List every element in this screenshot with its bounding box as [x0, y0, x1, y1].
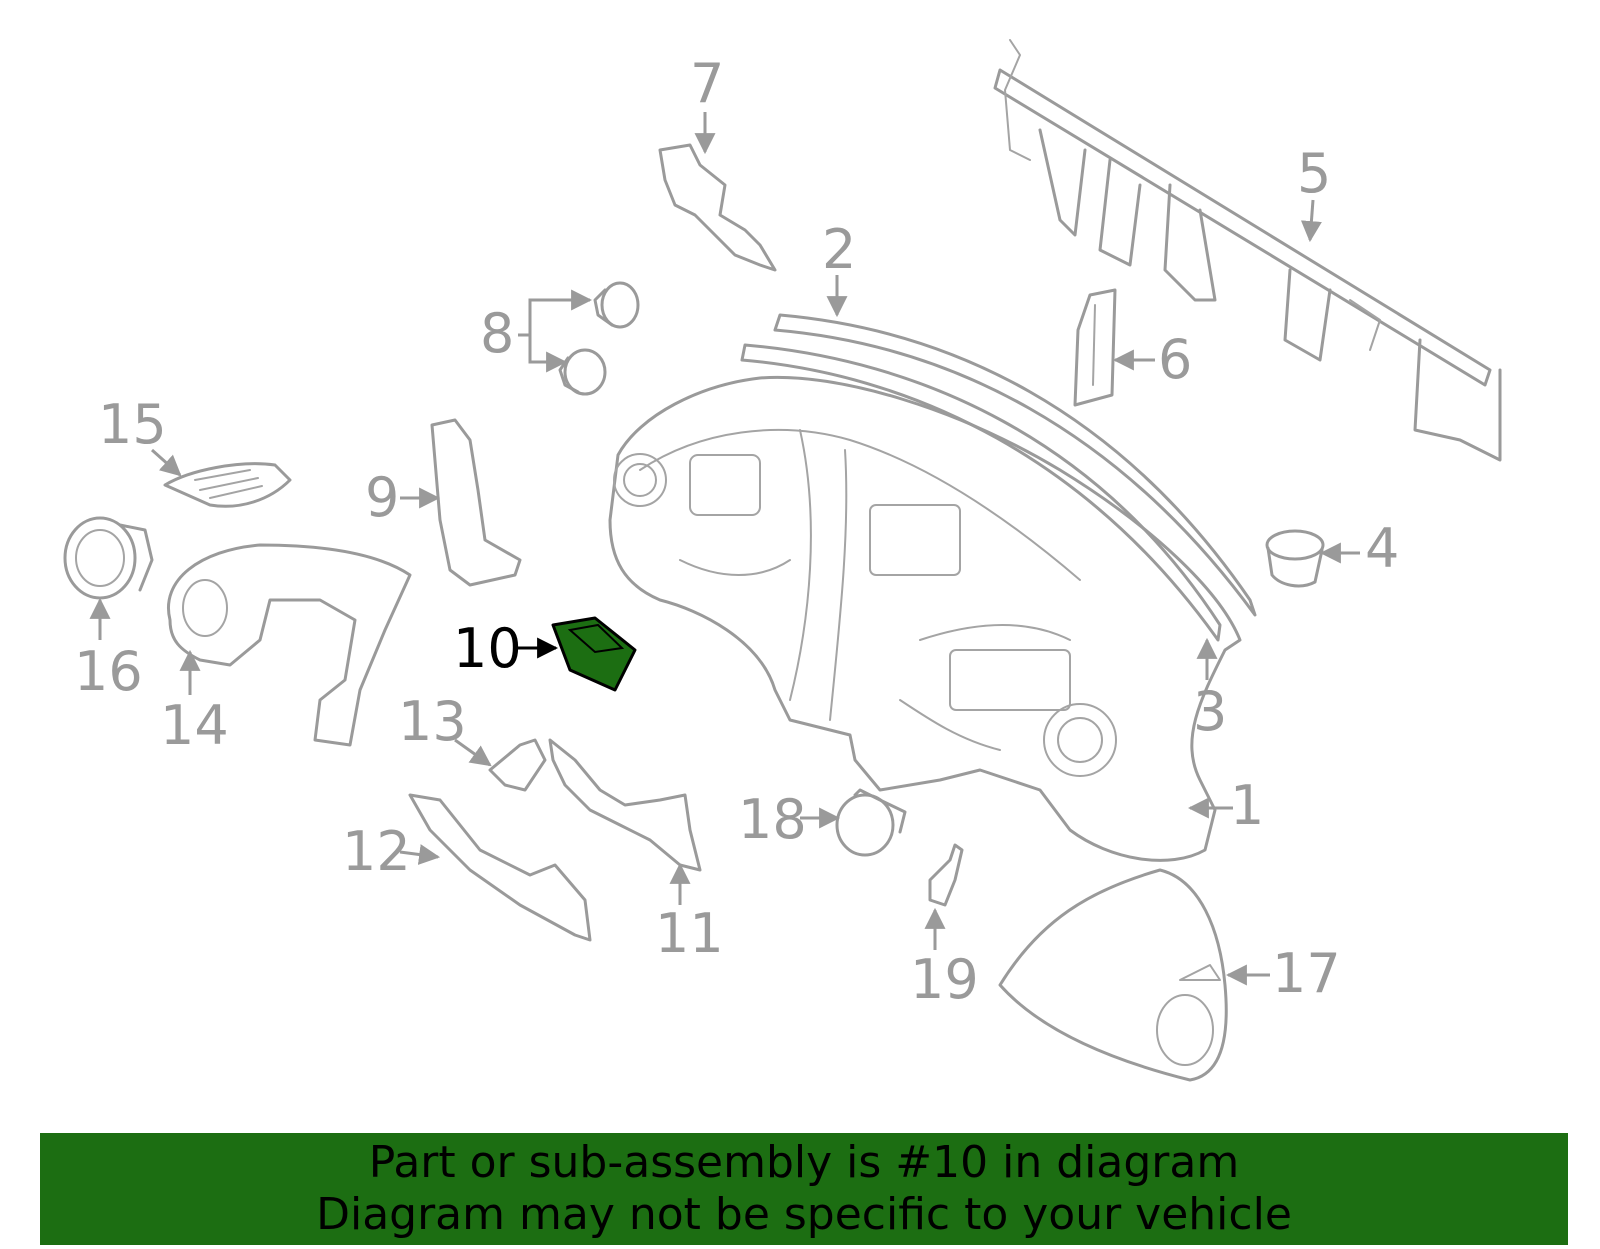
part-2-upper-trim-strip[interactable] [773, 313, 1257, 617]
part-13-clip-bracket[interactable] [488, 738, 547, 792]
callout-17[interactable]: 17 [1272, 942, 1341, 1005]
callout-5[interactable]: 5 [1297, 142, 1331, 205]
callout-11[interactable]: 11 [655, 902, 724, 965]
callout-12[interactable]: 12 [342, 820, 411, 883]
part-5-cross-car-beam[interactable] [993, 39, 1502, 462]
callout-18[interactable]: 18 [738, 788, 807, 851]
callout-labels: 1 2 3 4 5 6 7 8 9 10 11 12 13 14 15 16 1… [74, 52, 1399, 1011]
callout-15[interactable]: 15 [98, 393, 167, 456]
part-7-bracket[interactable] [658, 143, 777, 272]
callout-1[interactable]: 1 [1230, 774, 1264, 837]
banner-line-2: Diagram may not be specific to your vehi… [316, 1189, 1292, 1240]
part-16-round-vent[interactable] [63, 516, 154, 600]
info-banner: Part or sub-assembly is #10 in diagram D… [40, 1133, 1568, 1245]
banner-line-1: Part or sub-assembly is #10 in diagram [368, 1137, 1240, 1188]
part-11-lower-bracket[interactable] [548, 738, 702, 872]
callout-13[interactable]: 13 [398, 690, 467, 753]
part-9-side-panel[interactable] [430, 418, 522, 587]
callout-4[interactable]: 4 [1365, 517, 1399, 580]
part-6-bracket[interactable] [1073, 288, 1117, 407]
part-18-knob[interactable] [835, 788, 907, 857]
part-3-defroster-strip[interactable] [740, 343, 1222, 642]
part-10-storage-bin[interactable] [551, 616, 637, 692]
callout-2[interactable]: 2 [822, 218, 856, 281]
callout-9[interactable]: 9 [365, 466, 399, 529]
callout-7[interactable]: 7 [690, 52, 724, 115]
part-12-lower-trim[interactable] [408, 793, 592, 942]
callout-8[interactable]: 8 [480, 302, 514, 365]
callout-6[interactable]: 6 [1158, 328, 1192, 391]
callout-16[interactable]: 16 [74, 640, 143, 703]
parts-diagram: 1 2 3 4 5 6 7 8 9 10 11 12 13 14 15 16 1… [63, 39, 1502, 1082]
callout-10[interactable]: 10 [453, 617, 522, 680]
part-19-clip[interactable] [928, 843, 964, 907]
part-1-instrument-panel[interactable] [608, 375, 1242, 862]
part-17-side-cover[interactable] [998, 868, 1228, 1082]
part-15-vent-grille[interactable] [163, 462, 292, 508]
callout-3[interactable]: 3 [1193, 680, 1227, 743]
leader-lines [89, 112, 1360, 986]
part-4-cap[interactable] [1265, 529, 1325, 588]
callout-14[interactable]: 14 [160, 694, 229, 757]
callout-19[interactable]: 19 [910, 948, 979, 1011]
